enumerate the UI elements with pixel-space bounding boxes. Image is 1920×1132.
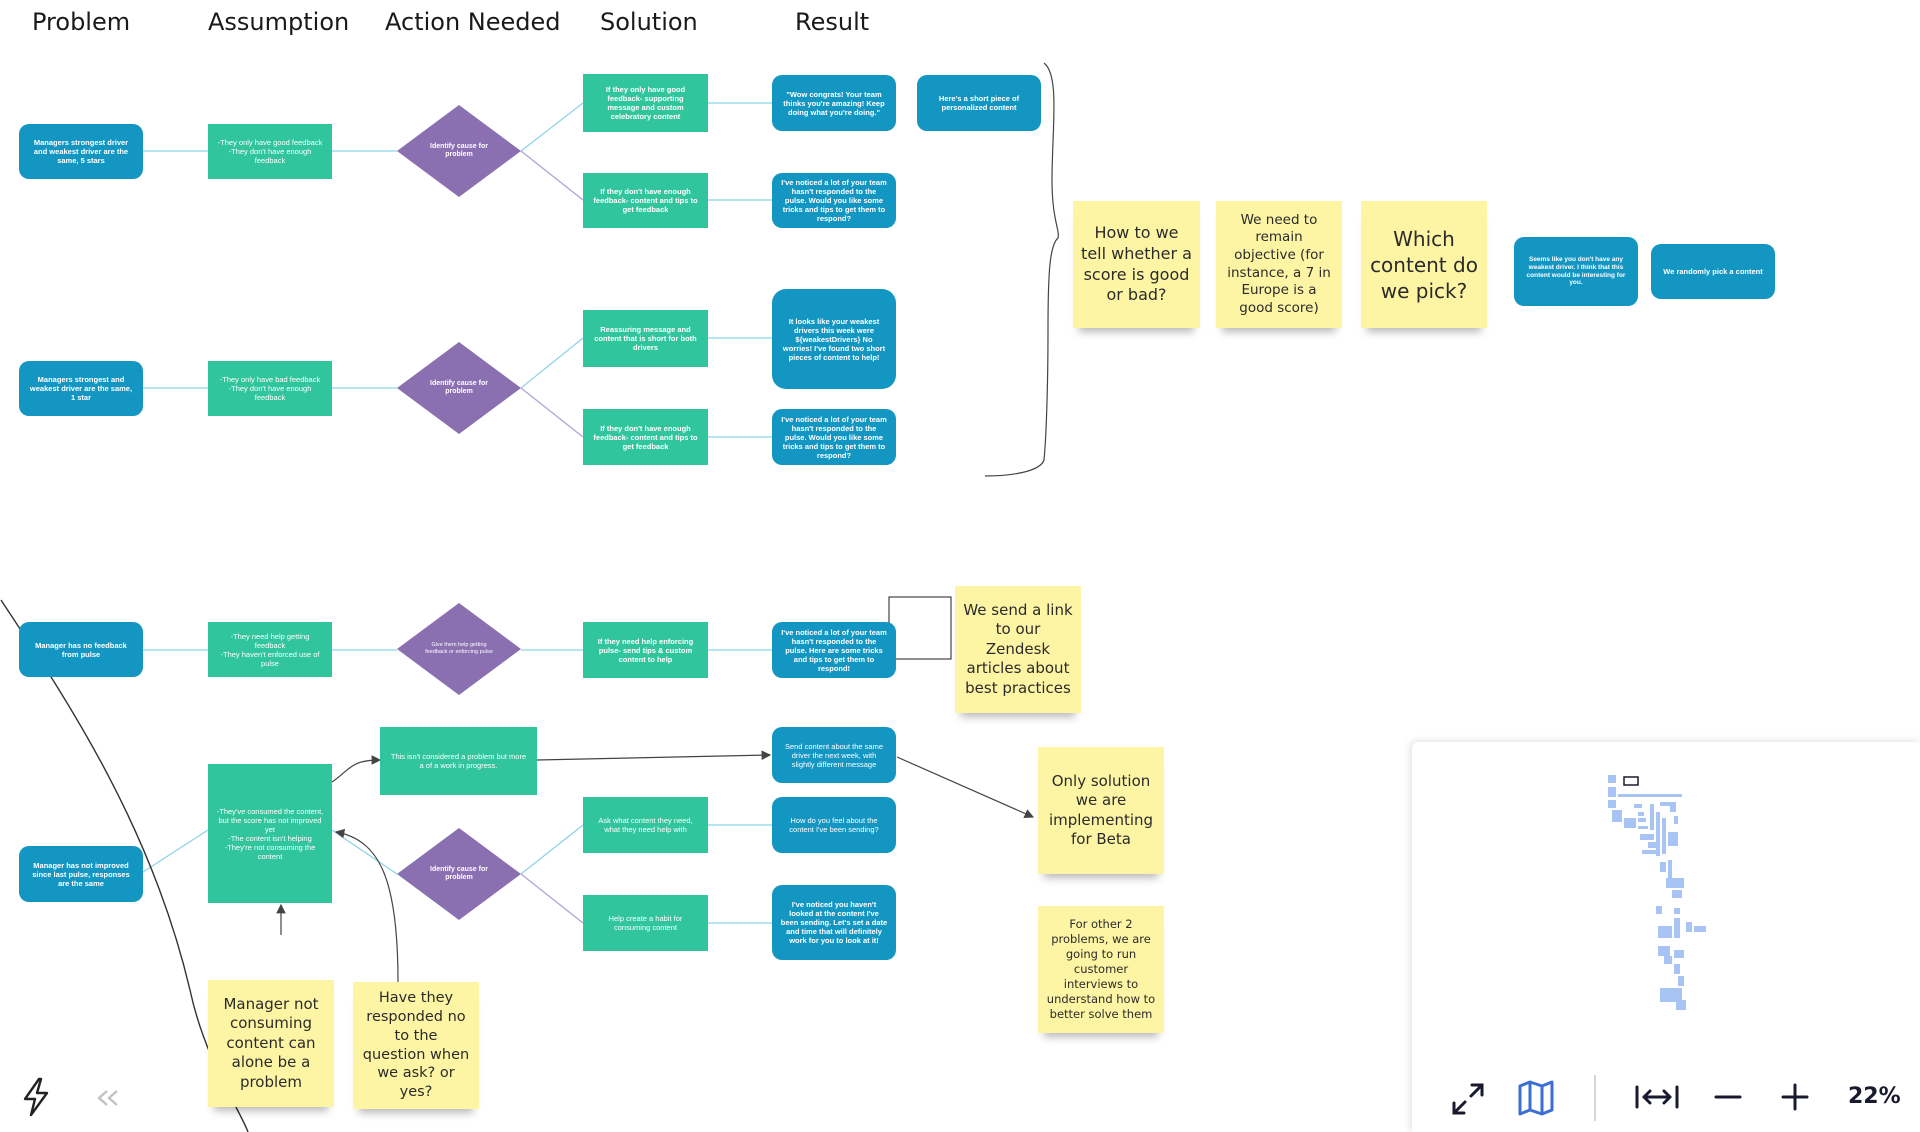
result-box[interactable]: How do you feel about the content I've b… xyxy=(772,797,896,853)
solution-box[interactable]: Reassuring message and content that is s… xyxy=(583,310,708,367)
problem-box[interactable]: Manager has not improved since last puls… xyxy=(19,846,143,902)
column-header-solution: Solution xyxy=(600,8,698,36)
result-box[interactable]: I've noticed a lot of your team hasn't r… xyxy=(772,622,896,678)
action-diamond[interactable]: Identify cause for problem xyxy=(397,342,521,434)
assumption-box[interactable]: -They've consumed the content, but the s… xyxy=(208,764,332,903)
sticky-note[interactable]: Only solution we are implementing for Be… xyxy=(1038,747,1164,874)
zoom-out-icon[interactable] xyxy=(1710,1077,1746,1117)
solution-box[interactable]: If they need help enforcing pulse- send … xyxy=(583,622,708,678)
sticky-note[interactable]: We need to remain objective (for instanc… xyxy=(1216,201,1342,328)
sticky-note[interactable]: Have they responded no to the question w… xyxy=(353,982,479,1109)
collapse-icon[interactable] xyxy=(92,1084,124,1112)
sticky-note[interactable]: How to we tell whether a score is good o… xyxy=(1073,201,1200,328)
sticky-note[interactable]: For other 2 problems, we are going to ru… xyxy=(1038,906,1164,1033)
result-box[interactable]: We randomly pick a content xyxy=(1651,244,1775,299)
column-header-action-needed: Action Needed xyxy=(385,8,561,36)
solution-box[interactable]: Help create a habit for consuming conten… xyxy=(583,895,708,951)
minimap-panel[interactable] xyxy=(1412,742,1920,1132)
problem-box[interactable]: Managers strongest driver and weakest dr… xyxy=(19,124,143,179)
result-box[interactable]: Seems like you don't have any weakest dr… xyxy=(1514,237,1638,306)
solution-box[interactable]: If they don't have enough feedback- cont… xyxy=(583,409,708,465)
solution-box[interactable]: If they only have good feedback- support… xyxy=(583,74,708,132)
toolbar-divider xyxy=(1594,1075,1596,1121)
column-header-problem: Problem xyxy=(32,8,131,36)
fullscreen-icon[interactable] xyxy=(1446,1077,1490,1121)
action-label: Give them help getting feedback or enfor… xyxy=(425,642,493,655)
wip-box[interactable]: This isn't considered a problem but more… xyxy=(380,727,537,795)
column-header-result: Result xyxy=(795,8,870,36)
result-box[interactable]: It looks like your weakest drivers this … xyxy=(772,289,896,389)
solution-box[interactable]: Ask what content they need, what they ne… xyxy=(583,797,708,853)
lightning-icon[interactable] xyxy=(16,1076,56,1118)
fit-width-icon[interactable] xyxy=(1633,1077,1681,1117)
map-icon[interactable] xyxy=(1514,1076,1558,1120)
result-box[interactable]: I've noticed you haven't looked at the c… xyxy=(772,885,896,960)
problem-box[interactable]: Managers strongest and weakest driver ar… xyxy=(19,361,143,416)
action-diamond[interactable]: Identify cause for problem xyxy=(397,828,521,920)
action-label: Identify cause for problem xyxy=(430,379,488,395)
zoom-in-icon[interactable] xyxy=(1777,1077,1813,1117)
assumption-box[interactable]: -They only have good feedback -They don'… xyxy=(208,124,332,179)
action-label: Identify cause for problem xyxy=(430,142,488,158)
assumption-box[interactable]: -They need help getting feedback -They h… xyxy=(208,622,332,677)
solution-box[interactable]: If they don't have enough feedback- cont… xyxy=(583,173,708,228)
sticky-note[interactable]: We send a link to our Zendesk articles a… xyxy=(955,586,1081,713)
problem-box[interactable]: Manager has no feedback from pulse xyxy=(19,622,143,677)
result-box[interactable]: I've noticed a lot of your team hasn't r… xyxy=(772,173,896,228)
action-diamond[interactable]: Identify cause for problem xyxy=(397,105,521,197)
result-box[interactable]: "Wow congrats! Your team thinks you're a… xyxy=(772,75,896,131)
action-diamond[interactable]: Give them help getting feedback or enfor… xyxy=(397,603,521,695)
result-box[interactable]: Here's a short piece of personalized con… xyxy=(917,75,1041,131)
minimap-thumbnail[interactable] xyxy=(1412,742,1920,1132)
result-box[interactable]: Send content about the same driver the n… xyxy=(772,727,896,783)
zoom-level[interactable]: 22% xyxy=(1848,1084,1901,1109)
sticky-note[interactable]: Manager not consuming content can alone … xyxy=(208,980,334,1107)
assumption-box[interactable]: -They only have bad feedback -They don't… xyxy=(208,361,332,416)
result-box[interactable]: I've noticed a lot of your team hasn't r… xyxy=(772,409,896,465)
action-label: Identify cause for problem xyxy=(430,865,488,881)
column-header-assumption: Assumption xyxy=(208,8,350,36)
sticky-note[interactable]: Which content do we pick? xyxy=(1361,201,1487,328)
